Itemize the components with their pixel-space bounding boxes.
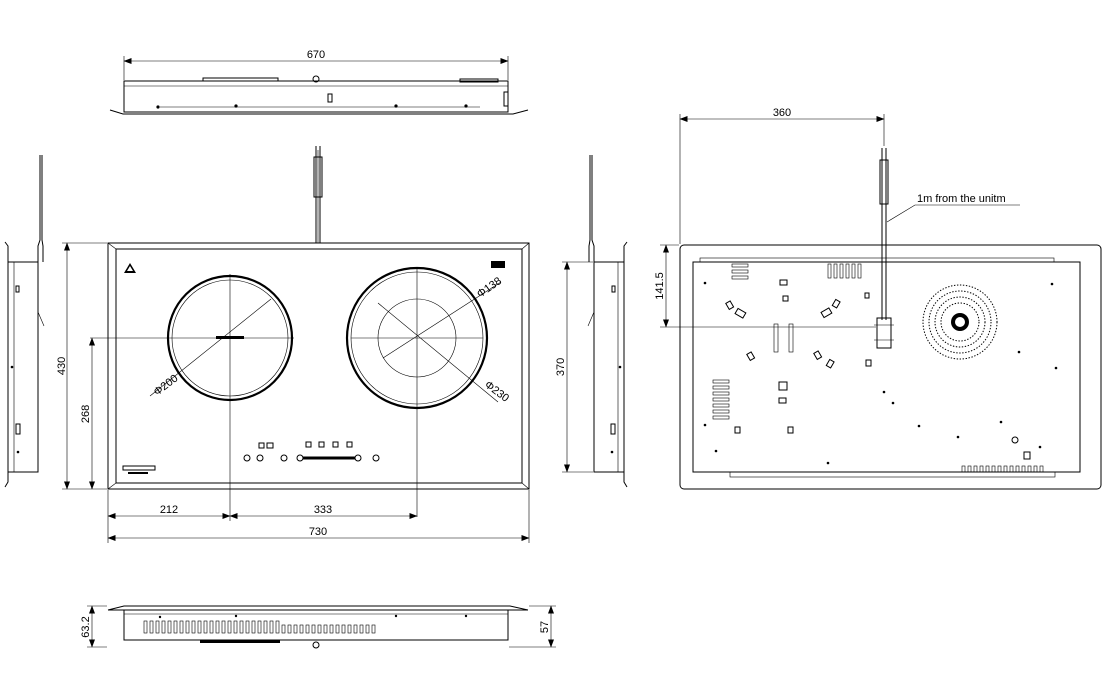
dim-zone-spacing: 333 bbox=[314, 504, 332, 516]
warning-triangle-icon bbox=[124, 263, 136, 273]
dim-back-width: 360 bbox=[773, 107, 791, 119]
dim-front-width: 730 bbox=[309, 526, 327, 538]
dim-bottom-total-height: 63.2 bbox=[80, 616, 92, 637]
dim-bottom-body-height: 57 bbox=[539, 621, 551, 633]
dim-zone-right-inner-diameter: Φ138 bbox=[475, 275, 504, 300]
product-label bbox=[491, 261, 505, 268]
dim-top-width: 670 bbox=[307, 49, 325, 61]
vent-slots bbox=[712, 263, 1044, 473]
dim-zone-left-diameter: Φ200 bbox=[152, 372, 181, 398]
top-view: 670 bbox=[109, 49, 529, 115]
control-panel bbox=[243, 441, 380, 462]
cable-note: 1m from the unitm bbox=[917, 193, 1006, 205]
brand-logo bbox=[122, 465, 156, 471]
dim-side-height: 370 bbox=[555, 358, 567, 376]
dim-zone-offset-left: 212 bbox=[160, 504, 178, 516]
dim-back-cable-offset: 141.5 bbox=[654, 272, 666, 300]
right-side-view: 370 bbox=[555, 155, 628, 488]
fan-vents bbox=[143, 620, 376, 634]
model-mark bbox=[128, 472, 148, 474]
left-side-view bbox=[4, 155, 45, 488]
dim-front-inner-height: 268 bbox=[80, 405, 92, 423]
dim-front-height: 430 bbox=[56, 357, 68, 375]
back-view: 1m from the unitm 360 141.5 bbox=[654, 107, 1102, 490]
bottom-view: 63.2 57 bbox=[80, 605, 556, 649]
front-view: Φ200 Φ138 Φ230 bbox=[56, 146, 530, 543]
